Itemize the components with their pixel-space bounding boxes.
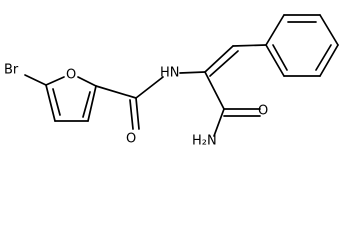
bond-c4-c5: [45, 84, 56, 122]
bond-ph-c1-c2: [265, 14, 285, 46]
bond-carbonyl-n: [135, 76, 164, 99]
atom-br-label: Br: [4, 63, 19, 78]
atom-furan-oxygen-label: O: [66, 68, 76, 83]
bond-c2-carbonyl: [95, 85, 137, 99]
bond-ph-inner-3: [272, 44, 288, 71]
bond-ph-c3-c4: [319, 14, 339, 46]
bond-o1-c2: [77, 76, 97, 87]
bond-ph-inner-2: [315, 44, 332, 71]
bond-carbamoyl-n: [213, 108, 225, 137]
bond-c2-c3-inner: [82, 91, 91, 118]
atom-carbamoyl-nitrogen-label: H₂N: [192, 134, 217, 149]
atom-carbamoyl-oxygen-label: O: [258, 104, 268, 119]
bond-calpha-cbeta-inner: [209, 50, 239, 77]
chemical-structure: Br O HN O O H₂N: [4, 14, 339, 149]
bond-c2-c3: [87, 85, 97, 122]
bond-c5-o1: [45, 76, 65, 86]
bond-n-calpha: [179, 71, 206, 74]
atom-amide-oxygen-label: O: [126, 132, 136, 147]
bond-calpha-cbeta: [204, 45, 234, 73]
bond-carbonyl-o-inner: [129, 99, 134, 130]
bond-ph-c4-c5: [319, 44, 339, 77]
atom-amide-nitrogen-label: HN: [160, 66, 180, 81]
bond-cbeta-phenyl: [232, 44, 267, 47]
bond-calpha-carbamoyl: [204, 71, 225, 110]
bond-br-c5: [24, 74, 47, 86]
bond-ph-c6-c1: [265, 44, 285, 77]
bond-c4-c5-inner: [52, 88, 61, 116]
bond-carbonyl-o: [135, 97, 140, 130]
